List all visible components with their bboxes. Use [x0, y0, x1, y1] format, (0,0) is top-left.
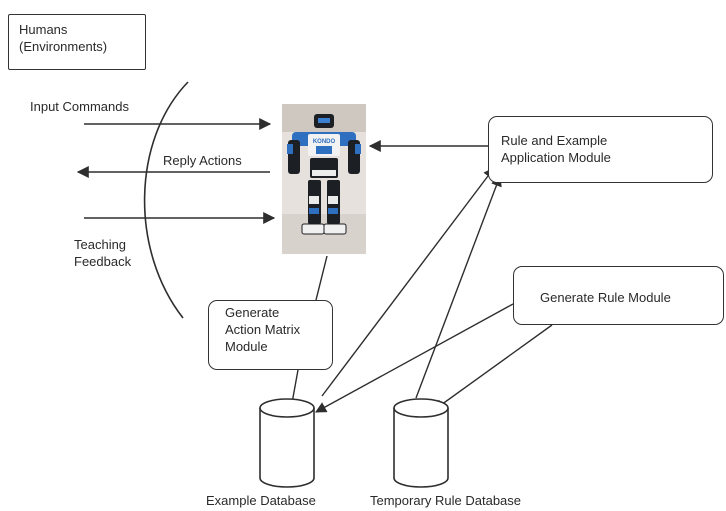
- temp-rule-db-to-rule-module-arrow: [415, 174, 502, 399]
- example-database-cylinder: [259, 398, 315, 488]
- robot-to-action-module-line: [315, 255, 328, 301]
- generate-action-matrix-module-box: Generate Action Matrix Module: [208, 300, 333, 370]
- reply-actions-label: Reply Actions: [163, 153, 242, 168]
- rule-example-application-module-box: Rule and Example Application Module: [488, 116, 713, 183]
- input-commands-label: Input Commands: [30, 99, 129, 114]
- gen-rule-to-example-db-arrow: [315, 303, 514, 413]
- humanoid-robot-image: KONDO: [282, 104, 366, 254]
- example-database-label: Example Database: [206, 493, 316, 508]
- teaching-feedback-label: Teaching Feedback: [74, 237, 132, 269]
- robot-logo-text: KONDO: [313, 139, 336, 145]
- generate-rule-module-box: Generate Rule Module: [513, 266, 724, 325]
- example-db-to-rule-module-arrow: [321, 167, 495, 397]
- gen-rule-to-temp-db-arrow: [433, 324, 553, 411]
- temp-rule-database-label: Temporary Rule Database: [370, 493, 522, 508]
- environment-boundary-curve: [143, 81, 189, 319]
- temp-rule-database-cylinder: [393, 398, 449, 488]
- humans-environments-box: Humans (Environments): [8, 14, 146, 70]
